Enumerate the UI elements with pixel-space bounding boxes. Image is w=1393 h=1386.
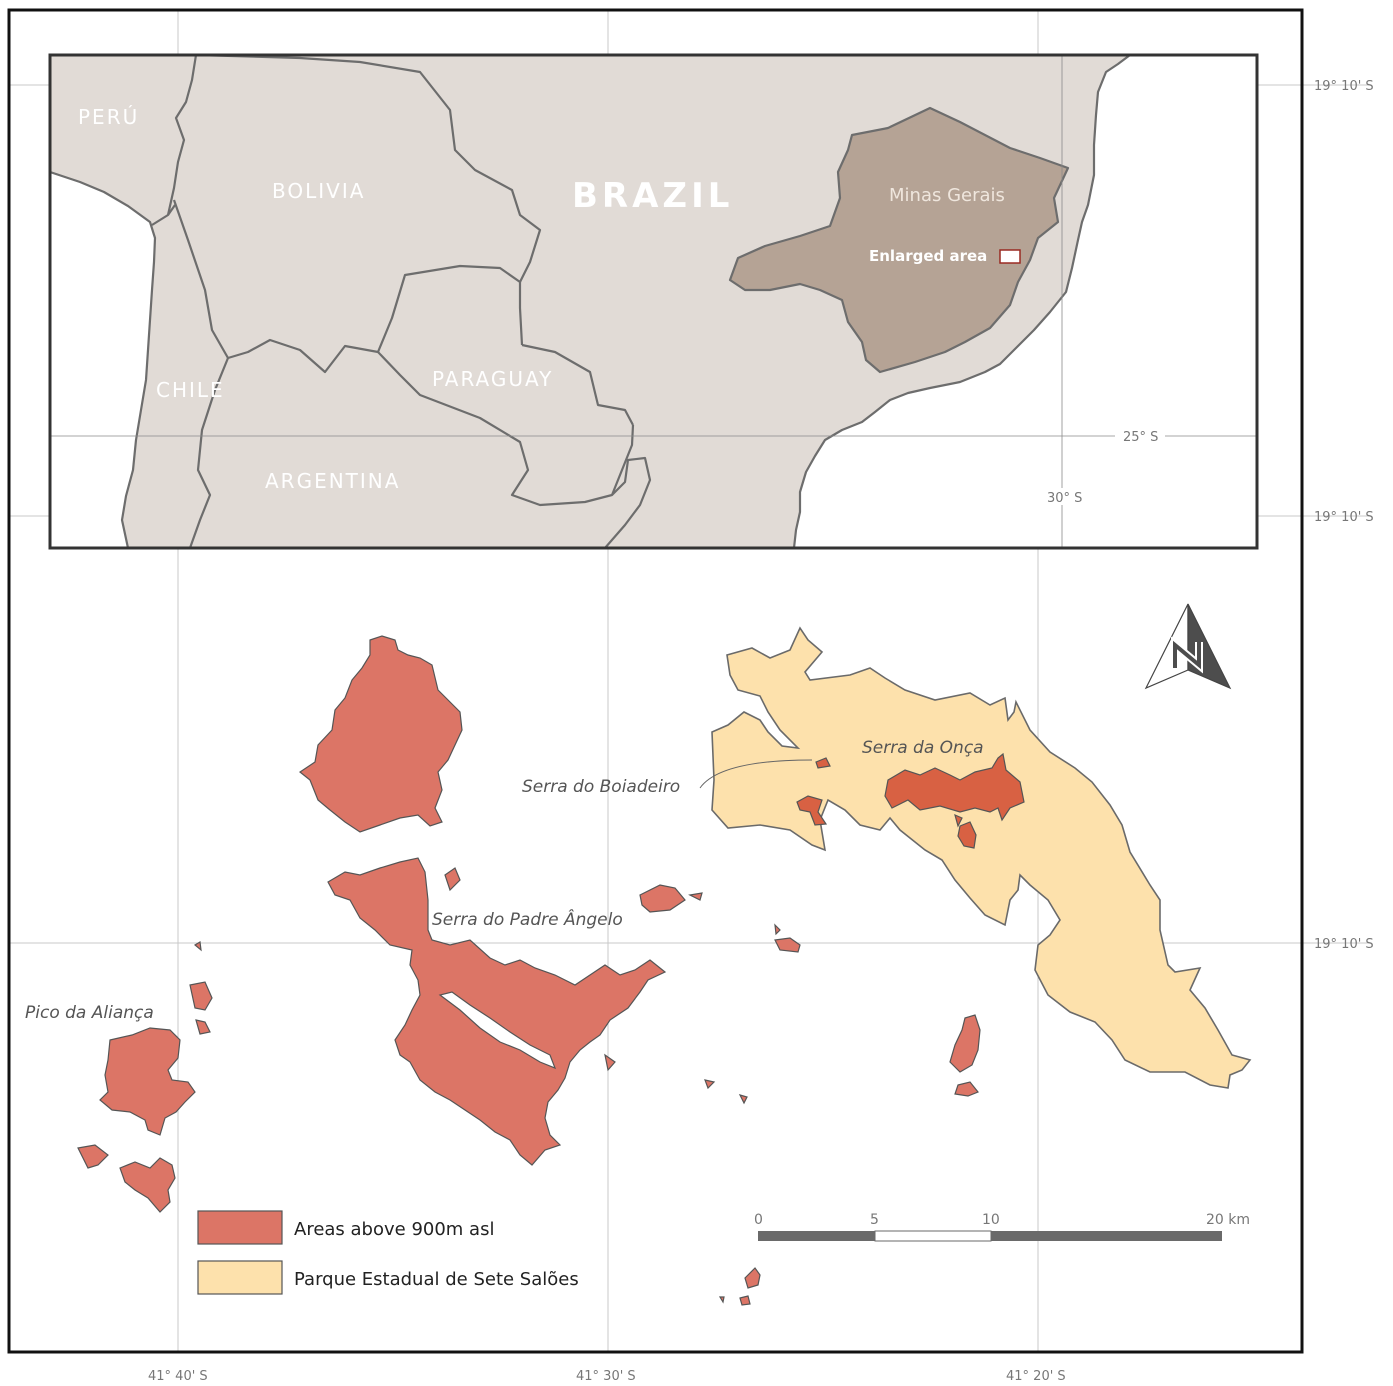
scale-bar: 0 5 10 20 km <box>754 1212 1250 1242</box>
label-lat-30: 30° S <box>1047 491 1082 506</box>
label-serra-do-padre-angelo: Serra do Padre Ângelo <box>432 908 623 930</box>
border-bolivia-chile <box>172 199 229 359</box>
highland-small-9 <box>704 1079 716 1090</box>
label-chile: CHILE <box>156 378 225 402</box>
highland-south-3 <box>718 1296 725 1304</box>
legend: Areas above 900m asl Parque Estadual de … <box>197 1210 579 1295</box>
scale-tick-20: 20 km <box>1206 1212 1250 1228</box>
highland-pico-n3 <box>193 941 202 952</box>
legend-swatch-park <box>197 1260 283 1295</box>
enlarged-area-marker <box>999 249 1021 264</box>
highland-small-7 <box>604 1053 616 1072</box>
highland-padre-angelo <box>327 857 667 1166</box>
highland-south-1 <box>744 1267 761 1289</box>
coord-right-1: 19° 10' S <box>1314 79 1374 94</box>
border-bolivia-argentina <box>227 338 379 374</box>
highland-small-1 <box>815 757 831 769</box>
label-brazil: BRAZIL <box>572 176 733 216</box>
highland-small-3 <box>954 813 963 828</box>
label-peru: PERÚ <box>78 105 139 129</box>
legend-label-park: Parque Estadual de Sete Salões <box>294 1269 579 1290</box>
label-argentina: ARGENTINA <box>265 469 400 493</box>
highland-small-2 <box>957 821 977 849</box>
highland-pico-da-alianca <box>99 1027 196 1136</box>
border-bolivia-paraguay <box>376 264 524 353</box>
label-bolivia: BOLIVIA <box>272 179 365 203</box>
legend-swatch-highlands <box>197 1210 283 1245</box>
highland-pico-sw <box>77 1144 109 1169</box>
label-pico-da-alianca: Pico da Aliança <box>25 1003 154 1023</box>
highland-pico-n1 <box>189 981 213 1011</box>
highland-pico-n2 <box>195 1019 211 1035</box>
label-paraguay: PARAGUAY <box>432 367 553 391</box>
label-enlarged-area: Enlarged area <box>869 247 987 265</box>
parque-sete-saloes <box>711 626 1252 1089</box>
highland-serra-da-onca <box>884 752 1025 822</box>
highland-south-2 <box>739 1295 751 1306</box>
border-chile-argentina <box>188 357 230 548</box>
highland-padre-angelo-e1 <box>639 884 686 913</box>
border-peru-bolivia <box>166 55 198 216</box>
highland-small-4 <box>444 867 461 892</box>
north-arrow-icon <box>1144 603 1232 690</box>
map-frame <box>7 8 1304 1354</box>
border-paraguay-argentina <box>377 351 635 507</box>
inset-map: PERÚ BOLIVIA BRAZIL CHILE PARAGUAY ARGEN… <box>48 53 1259 550</box>
highland-boiadeiro-patch <box>796 795 828 826</box>
highland-small-5 <box>774 937 801 953</box>
minas-gerais-state <box>728 106 1070 374</box>
coord-bottom-1: 41° 40' S <box>148 1369 208 1384</box>
highland-small-8 <box>738 1094 748 1105</box>
label-lat-25: 25° S <box>1123 430 1158 445</box>
coord-right-3: 19° 10' S <box>1314 937 1374 952</box>
highland-small-6 <box>774 923 781 936</box>
coord-right-2: 19° 10' S <box>1314 510 1374 525</box>
border-peru-chile <box>151 204 176 226</box>
coord-bottom-3: 41° 20' S <box>1006 1369 1066 1384</box>
scale-tick-10: 10 <box>982 1212 1000 1228</box>
highland-east-isolated <box>949 1014 981 1073</box>
legend-label-highlands: Areas above 900m asl <box>294 1219 494 1240</box>
leader-serra-do-boiadeiro <box>699 759 813 789</box>
highland-padre-angelo-e2 <box>688 892 703 901</box>
border-paraguay-brazil <box>521 343 634 426</box>
coord-bottom-2: 41° 30' S <box>576 1369 636 1384</box>
highland-east-isolated-2 <box>954 1081 979 1097</box>
border-argentina-brazil <box>604 456 652 548</box>
border-bolivia-brazil <box>195 55 542 283</box>
label-serra-da-onca: Serra da Onça <box>862 738 984 758</box>
scale-tick-5: 5 <box>870 1212 879 1228</box>
scale-tick-0: 0 <box>754 1212 763 1228</box>
highland-pico-south <box>119 1157 176 1213</box>
label-minas-gerais: Minas Gerais <box>889 185 1005 206</box>
highland-north-block <box>298 635 463 833</box>
label-serra-do-boiadeiro: Serra do Boiadeiro <box>522 777 680 797</box>
